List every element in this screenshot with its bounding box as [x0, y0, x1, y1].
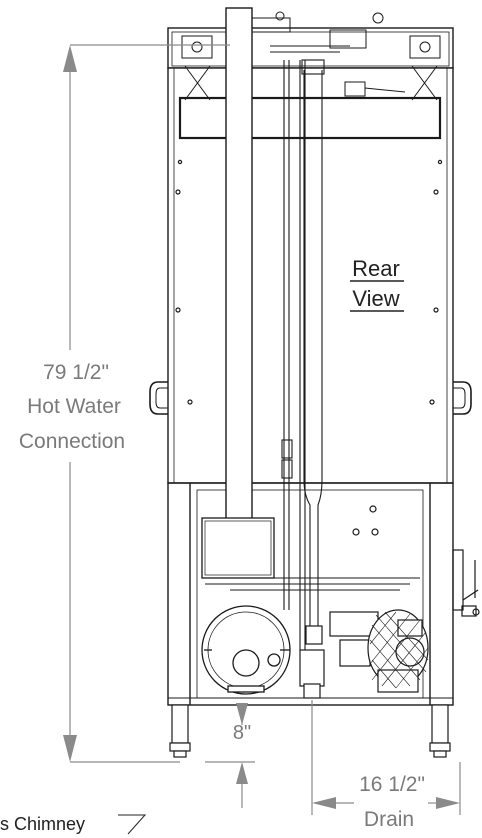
offset-dim-value: 8": [233, 722, 251, 744]
rear-panel: [167, 67, 454, 484]
hot-water-line: [303, 70, 311, 630]
top-hood-inner: [171, 31, 450, 67]
header-bar: [178, 96, 442, 140]
right-handle: [453, 381, 472, 415]
left-leg: [171, 704, 189, 744]
offset-dim-arrow-down: [236, 703, 248, 725]
side-handles: [149, 381, 472, 415]
view-label-line2: View: [352, 286, 399, 311]
machine-outline: [167, 27, 454, 706]
height-dim-line3: Connection: [19, 430, 125, 453]
height-dim-line2: Hot Water: [27, 395, 121, 418]
wash-pump: [329, 609, 429, 693]
vent-stack: [225, 7, 253, 521]
height-dimension: [63, 44, 230, 763]
drain-fitting: [299, 625, 325, 699]
access-panel: [201, 517, 275, 579]
drain-valve: [452, 549, 480, 617]
offset-dim-arrow-up: [236, 762, 248, 784]
view-label: Rear View: [350, 256, 404, 312]
panel-rivets: [175, 159, 443, 536]
legs: [169, 704, 451, 758]
plumbing-shelf: [202, 577, 420, 591]
left-handle: [149, 381, 168, 415]
hood-mechanism: [181, 11, 441, 101]
vertical-pipes: [281, 59, 325, 650]
drain-dim-line2: Drain: [364, 808, 414, 831]
right-leg: [431, 704, 449, 744]
chimney-leader: [118, 814, 147, 835]
drain-dim-value: 16 1/2": [359, 773, 425, 796]
offset-dimension: [205, 703, 255, 808]
height-dim-arrow-bottom: [63, 735, 77, 762]
height-dim-value: 79 1/2": [43, 361, 109, 384]
pump-mesh-guard: [369, 611, 429, 689]
pump-motor: [201, 605, 291, 695]
view-label-line1: Rear: [352, 256, 400, 281]
drain-dim-arrow-right: [436, 797, 460, 809]
drain-dim-arrow-left: [312, 797, 336, 809]
height-dim-arrow-top: [63, 45, 77, 72]
drain-dimension: [311, 700, 461, 815]
chimney-label: s Chimney: [0, 814, 85, 834]
